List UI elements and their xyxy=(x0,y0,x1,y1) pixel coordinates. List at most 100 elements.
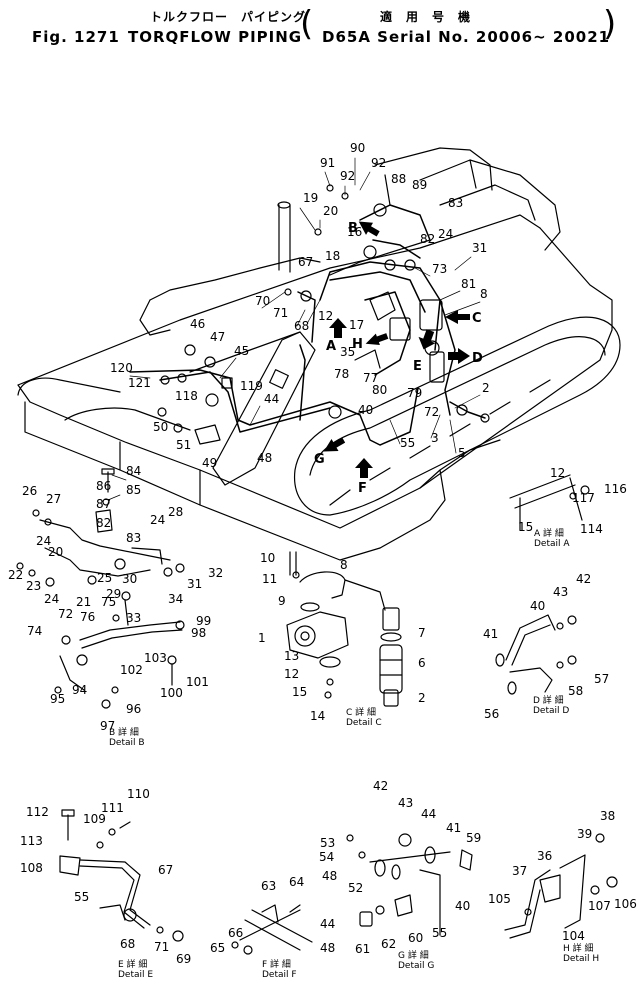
part-callout: 55 xyxy=(432,926,447,940)
view-arrow-label: D xyxy=(472,351,483,366)
part-callout: 84 xyxy=(126,464,141,478)
part-callout: 82 xyxy=(96,516,111,530)
part-callout: 48 xyxy=(322,869,337,883)
part-callout: 106 xyxy=(614,897,637,911)
part-callout: 80 xyxy=(372,383,387,397)
part-callout: 83 xyxy=(126,531,141,545)
part-callout: 43 xyxy=(553,585,568,599)
part-callout: 33 xyxy=(126,611,141,625)
title-japanese: トルクフロー パイピング xyxy=(150,10,307,24)
part-callout: 60 xyxy=(408,931,423,945)
part-callout: 43 xyxy=(398,796,413,810)
detail-caption-en: Detail C xyxy=(346,718,382,728)
part-callout: 10 xyxy=(260,551,275,565)
view-arrows: A B C D E F G H xyxy=(314,221,483,496)
part-callout: 21 xyxy=(76,595,91,609)
part-callout: 99 xyxy=(196,614,211,628)
left-track xyxy=(17,377,191,431)
frame-member xyxy=(212,331,316,486)
part-callout: 55 xyxy=(400,436,415,450)
part-callout: 42 xyxy=(576,572,591,586)
part-callout: 121 xyxy=(128,376,151,390)
part-callout: 117 xyxy=(572,491,595,505)
part-callout: 41 xyxy=(483,627,498,641)
part-callout: 6 xyxy=(418,656,426,670)
part-callout: 48 xyxy=(320,941,335,955)
part-callout: 9 xyxy=(278,594,286,608)
part-callout: 56 xyxy=(484,707,499,721)
part-callout: 31 xyxy=(472,241,487,255)
part-callout: 63 xyxy=(261,879,276,893)
part-callout: 24 xyxy=(36,534,51,548)
part-callout: 3 xyxy=(431,431,439,445)
part-callout: 113 xyxy=(20,834,43,848)
detail-d-drawing xyxy=(495,614,577,695)
part-callout: 88 xyxy=(391,172,406,186)
part-callout: 116 xyxy=(604,482,627,496)
part-callout: 44 xyxy=(320,917,335,931)
part-callout: 48 xyxy=(257,451,272,465)
part-callout: 102 xyxy=(120,663,143,677)
part-callout: 68 xyxy=(294,319,309,333)
part-callout: 109 xyxy=(83,812,106,826)
detail-caption-jp: E 詳 細 xyxy=(118,958,147,970)
part-callout: 114 xyxy=(580,522,603,536)
part-callout: 87 xyxy=(96,497,111,511)
part-callout: 65 xyxy=(210,941,225,955)
figure-header: Fig. 1271 トルクフロー パイピング TORQFLOW PIPING (… xyxy=(0,0,638,60)
part-callout: 70 xyxy=(255,294,270,308)
part-callout: 111 xyxy=(101,801,124,815)
part-callout: 12 xyxy=(284,667,299,681)
part-callout: 45 xyxy=(234,344,249,358)
part-callout: 46 xyxy=(190,317,205,331)
part-callout: 2 xyxy=(482,381,490,395)
part-callout: 83 xyxy=(448,196,463,210)
part-callout: 5 xyxy=(458,446,466,460)
part-callout: 92 xyxy=(340,169,355,183)
part-callout: 1 xyxy=(258,631,266,645)
part-callout: 79 xyxy=(407,386,422,400)
part-callout: 61 xyxy=(355,942,370,956)
part-callout: 119 xyxy=(240,379,263,393)
part-callout: 35 xyxy=(340,345,355,359)
part-callout: 32 xyxy=(208,566,223,580)
part-callout: 24 xyxy=(438,227,453,241)
part-callout: 26 xyxy=(22,484,37,498)
detail-h-drawing xyxy=(504,833,618,939)
part-callout: 8 xyxy=(480,287,488,301)
part-callout: 71 xyxy=(154,940,169,954)
part-callout: 59 xyxy=(466,831,481,845)
part-callout: 49 xyxy=(202,456,217,470)
applicability-japanese: 適 用 号 機 xyxy=(380,10,472,24)
part-callout: 24 xyxy=(44,592,59,606)
paren-open: ( xyxy=(300,4,315,44)
detail-e-drawing xyxy=(59,809,184,942)
detail-caption-jp: F 詳 細 xyxy=(262,958,291,970)
tractor-body xyxy=(17,214,613,561)
detail-caption-en: Detail B xyxy=(109,738,145,748)
part-callout: 118 xyxy=(175,389,198,403)
part-callout: 22 xyxy=(8,568,23,582)
part-callout: 107 xyxy=(588,899,611,913)
detail-c-drawing xyxy=(286,551,403,707)
part-callout: 19 xyxy=(303,191,318,205)
part-callout: 67 xyxy=(158,863,173,877)
part-callout: 44 xyxy=(264,392,279,406)
part-callout: 8 xyxy=(340,558,348,572)
detail-caption-en: Detail F xyxy=(262,970,297,980)
right-track xyxy=(293,316,621,516)
part-callout: 16 xyxy=(347,225,362,239)
detail-caption-jp: G 詳 細 xyxy=(398,949,429,961)
part-callout: 55 xyxy=(74,890,89,904)
detail-caption-en: Detail H xyxy=(563,954,599,964)
figure-number: Fig. 1271 xyxy=(32,28,120,46)
tractor-components xyxy=(157,184,490,445)
detail-caption-jp: B 詳 細 xyxy=(109,726,139,738)
part-callout: 120 xyxy=(110,361,133,375)
part-callout: 31 xyxy=(187,577,202,591)
part-callout: 74 xyxy=(27,624,42,638)
part-callout: 95 xyxy=(50,692,65,706)
part-callout: 42 xyxy=(373,779,388,793)
part-callout: 18 xyxy=(325,249,340,263)
